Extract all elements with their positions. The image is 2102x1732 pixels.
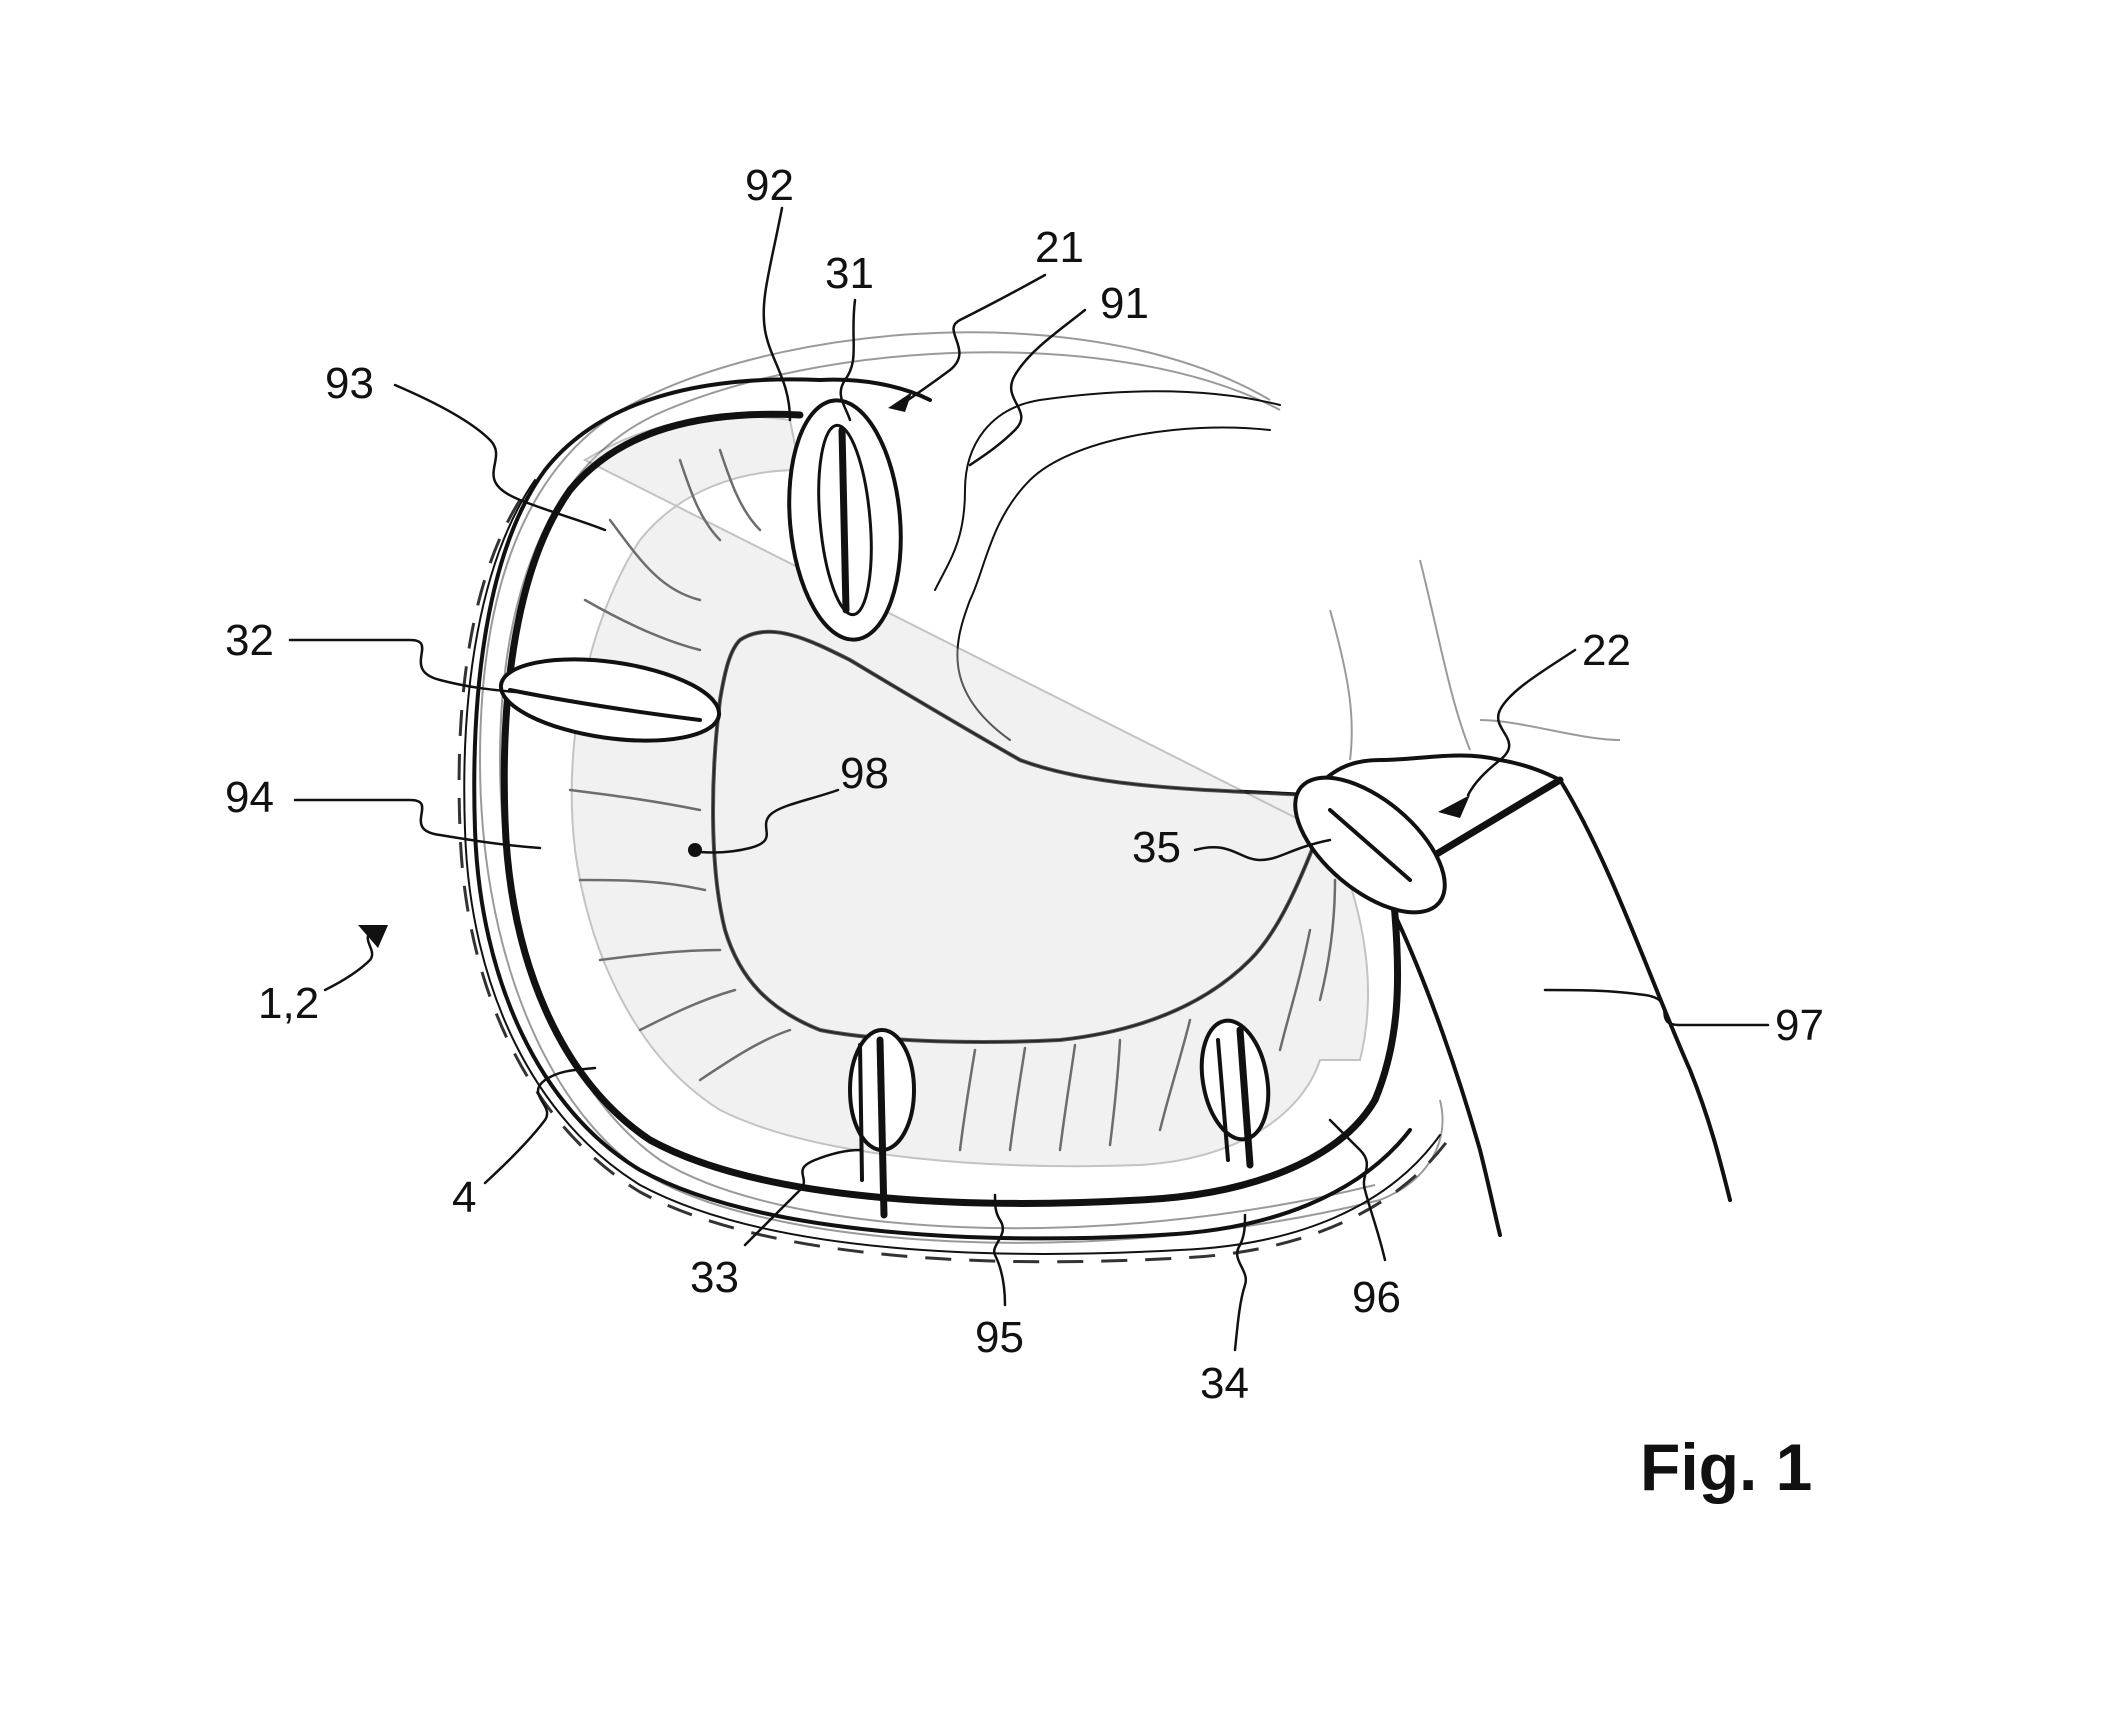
anchor-34: [1199, 1018, 1271, 1169]
anatomy-drawing: [358, 331, 1732, 1264]
label-93: 93: [325, 359, 374, 408]
leader-32: [288, 638, 517, 694]
device-band-outer: [463, 479, 1441, 1255]
leader-31: [839, 298, 857, 422]
label-97: 97: [1775, 1001, 1824, 1050]
leader-4: [483, 1066, 597, 1185]
leader-34: [1233, 1213, 1248, 1352]
leader-96: [1328, 1118, 1387, 1262]
arrow-21: [888, 392, 912, 412]
outer-tissue-contour-2: [498, 351, 1376, 1230]
anchor-33: [848, 1028, 916, 1219]
leader-21: [903, 273, 1047, 404]
stomach-outer-wall-2: [472, 377, 1412, 1241]
leader-97: [1543, 988, 1770, 1027]
leader-1-2: [323, 928, 374, 992]
label-91: 91: [1100, 279, 1149, 328]
label-4: 4: [452, 1173, 476, 1222]
leader-91: [968, 308, 1087, 467]
leader-94: [293, 798, 542, 850]
leader-35: [1193, 838, 1332, 862]
label-22: 22: [1582, 626, 1631, 675]
anchor-32: [498, 657, 722, 743]
figure-caption: Fig. 1: [1640, 1430, 1812, 1504]
label-31: 31: [825, 249, 874, 298]
stomach-outer-wall: [500, 410, 1379, 1207]
label-92: 92: [745, 161, 794, 210]
label-33: 33: [690, 1253, 739, 1302]
device-band-dashes: [457, 499, 1450, 1264]
leader-98: [698, 788, 840, 854]
label-1-2: 1,2: [258, 979, 319, 1028]
label-35: 35: [1132, 823, 1181, 872]
label-95: 95: [975, 1313, 1024, 1362]
marker-98: [688, 843, 702, 857]
leader-22: [1466, 648, 1577, 797]
leader-93: [393, 383, 607, 532]
anchor-31: [787, 398, 903, 642]
label-96: 96: [1352, 1273, 1401, 1322]
esophagus-upper-contour: [934, 390, 1281, 591]
label-94: 94: [225, 773, 274, 822]
esophagus-lower-contour: [956, 426, 1271, 741]
inner-cavity-outline: [711, 629, 1324, 1044]
label-32: 32: [225, 616, 274, 665]
leader-92: [762, 206, 792, 422]
arrow-22: [1438, 795, 1470, 818]
stomach-fundus-outline: [818, 377, 932, 402]
exit-tube-inner: [1393, 913, 1502, 1237]
anchor-35: [1293, 775, 1447, 915]
leader-95: [992, 1193, 1007, 1307]
label-34: 34: [1200, 1359, 1249, 1408]
label-98: 98: [840, 749, 889, 798]
leader-33: [743, 1148, 862, 1247]
arrow-1-2: [358, 925, 388, 948]
leader-lines: [288, 206, 1770, 1352]
label-21: 21: [1035, 223, 1084, 272]
reference-numerals: 92 31 21 91 93 32 22 94 98 35 1,2 97 4 3…: [225, 161, 1824, 1408]
pylorus-wall: [1308, 753, 1562, 797]
exit-tube-outer: [1558, 778, 1732, 1202]
exit-tube-top-contour: [1329, 559, 1621, 761]
